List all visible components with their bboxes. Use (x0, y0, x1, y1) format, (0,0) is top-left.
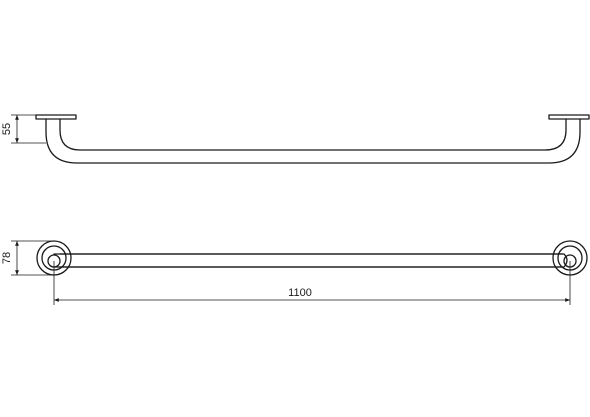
bar-top-view-outline (53, 253, 568, 268)
dim-78-label: 78 (1, 252, 13, 264)
left-wall-flange (35, 114, 77, 120)
dim-55-label: 55 (1, 123, 13, 135)
tube-inner-outline (59, 118, 567, 151)
side-view: 55 (1, 114, 590, 164)
tube-outer-outline (45, 118, 581, 164)
right-wall-flange (548, 114, 590, 120)
top-view: 78 1100 (1, 240, 588, 305)
dim-1100-label: 1100 (288, 287, 312, 299)
